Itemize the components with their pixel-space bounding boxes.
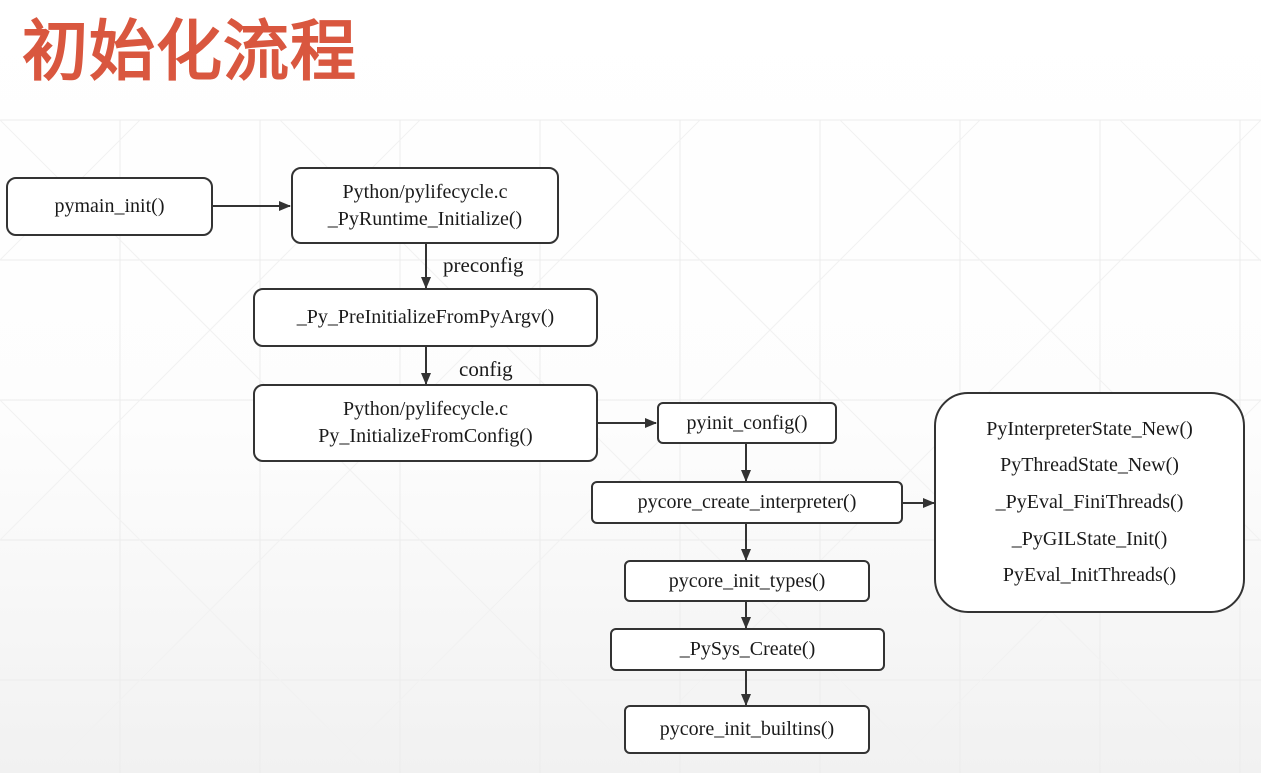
node-pymain-init-label: pymain_init() (54, 195, 165, 217)
interpreter-step: PyInterpreterState_New() (986, 417, 1193, 440)
node-initialize-from-config-func: Py_InitializeFromConfig() (318, 425, 533, 447)
node-initialize-from-config-file: Python/pylifecycle.c (343, 398, 508, 420)
node-init-builtins-label: pycore_init_builtins() (659, 718, 835, 740)
node-pyinit-config: pyinit_config() (657, 402, 837, 444)
interpreter-step: PyEval_InitThreads() (1002, 564, 1177, 587)
node-preinitialize-label: _Py_PreInitializeFromPyArgv() (296, 306, 555, 328)
node-pyinit-config-label: pyinit_config() (686, 411, 808, 434)
node-initialize-from-config: Python/pylifecycle.c Py_InitializeFromCo… (253, 384, 598, 462)
slide-title: 初始化流程 (22, 13, 357, 90)
interpreter-step: _PyGILState_Init() (1011, 527, 1168, 550)
node-init-types-label: pycore_init_types() (668, 569, 826, 592)
node-runtime-initialize: Python/pylifecycle.c _PyRuntime_Initiali… (291, 167, 559, 244)
node-create-interpreter-label: pycore_create_interpreter() (637, 491, 857, 513)
node-pymain-init: pymain_init() (6, 177, 213, 236)
edge-label-preconfig: preconfig (443, 253, 524, 277)
edge-label-config: config (459, 357, 513, 381)
interpreter-step: _PyEval_FiniThreads() (995, 490, 1184, 513)
node-runtime-initialize-file: Python/pylifecycle.c (342, 180, 508, 203)
node-init-builtins: pycore_init_builtins() (624, 705, 870, 754)
node-interpreter-steps: PyInterpreterState_New() PyThreadState_N… (934, 392, 1245, 613)
node-create-interpreter: pycore_create_interpreter() (591, 481, 903, 524)
node-runtime-initialize-func: _PyRuntime_Initialize() (327, 207, 523, 230)
node-preinitialize: _Py_PreInitializeFromPyArgv() (253, 288, 598, 347)
node-sys-create: _PySys_Create() (610, 628, 885, 671)
interpreter-step: PyThreadState_New() (1000, 454, 1179, 477)
node-init-types: pycore_init_types() (624, 560, 870, 602)
node-sys-create-label: _PySys_Create() (679, 638, 816, 660)
